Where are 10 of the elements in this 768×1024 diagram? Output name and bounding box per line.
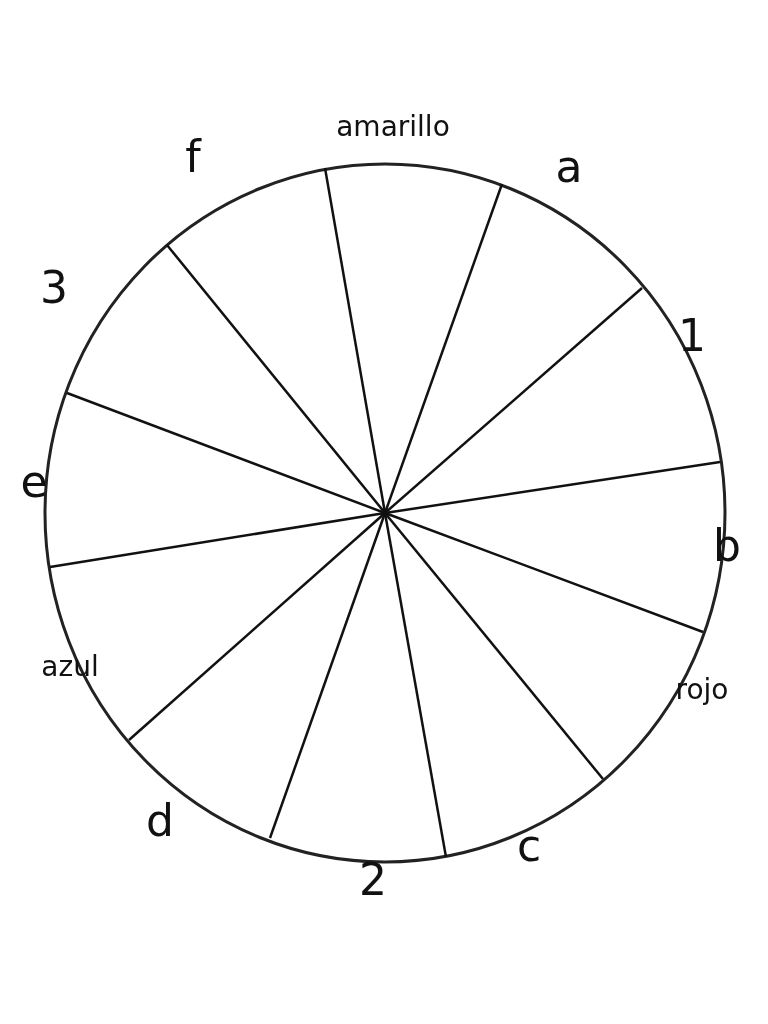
segment-label: a: [555, 145, 583, 189]
segment-label: 1: [678, 314, 706, 358]
segment-label: 3: [40, 266, 68, 310]
segment-label: f: [185, 135, 201, 179]
segment-label: 2: [359, 858, 387, 902]
segment-label: c: [516, 824, 542, 868]
segment-label: amarillo: [336, 113, 450, 141]
segment-label: e: [20, 460, 48, 504]
segment-label: d: [146, 799, 174, 843]
segment-label: rojo: [675, 676, 729, 704]
